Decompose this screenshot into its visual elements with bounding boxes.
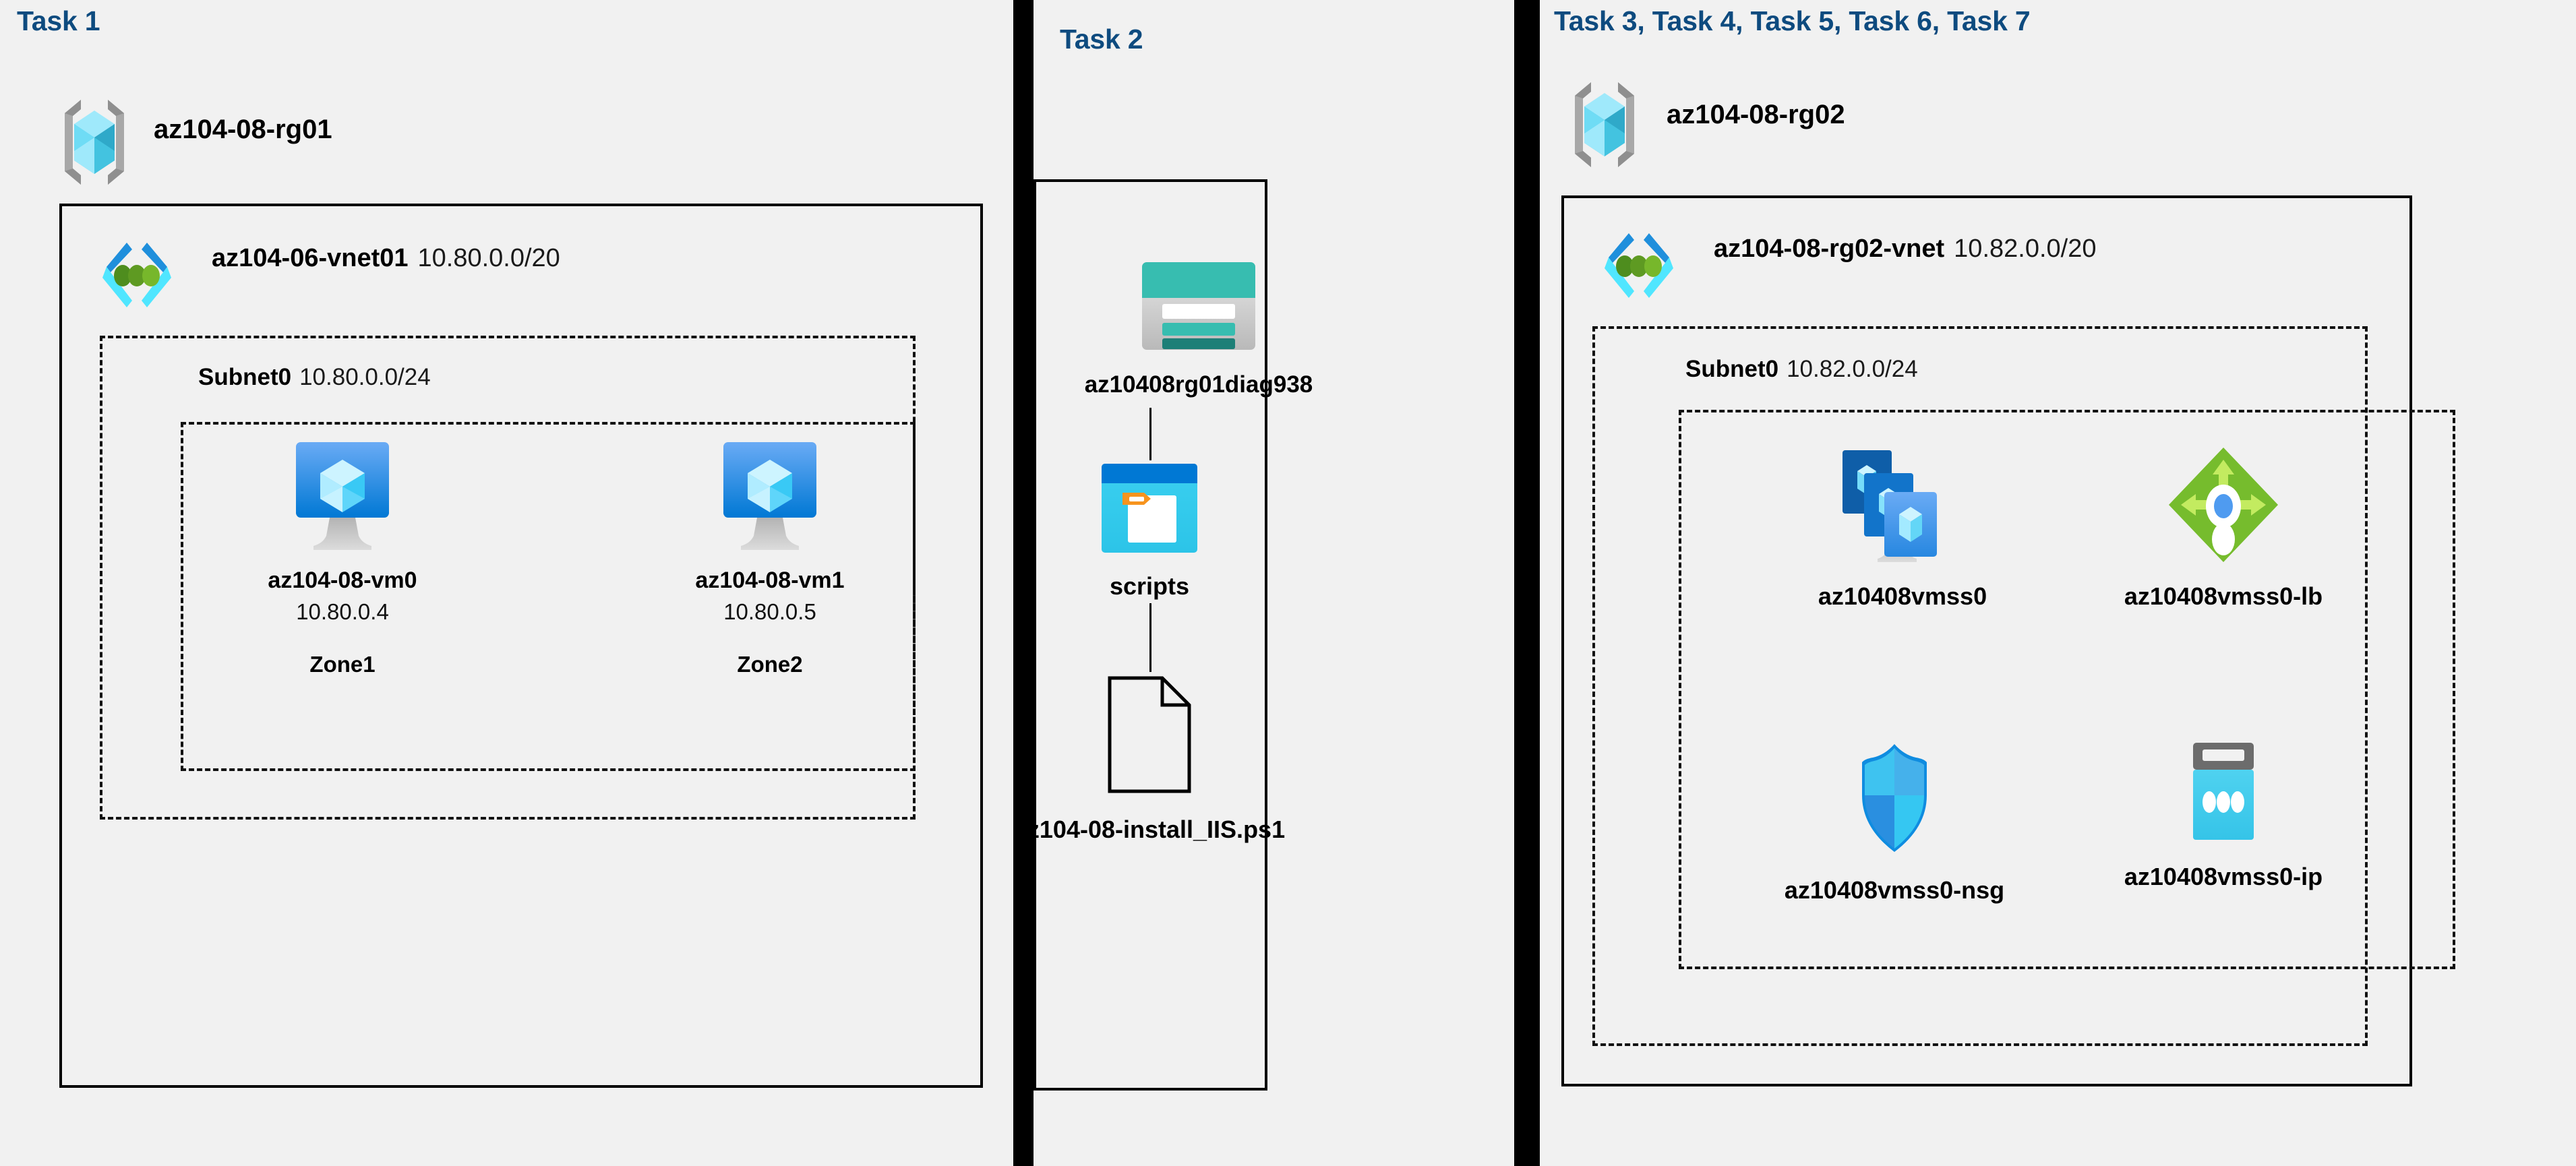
task2-box [1034, 179, 1267, 1091]
vmss-label: az10408vmss0 [1818, 582, 1987, 610]
load-balancer-label: az10408vmss0-lb [2124, 582, 2323, 610]
vm-ip-label-1: 10.80.0.5 [723, 599, 816, 624]
vnet-cidr-label: 10.80.0.0/20 [417, 244, 560, 272]
subnet-name-label: Subnet0 [1685, 356, 1779, 382]
task-title-1: Task 1 [17, 5, 100, 36]
subnet-header-task1: Subnet0 10.80.0.0/24 [198, 364, 431, 391]
availability-zones-box [181, 422, 916, 771]
public-ip-address-icon [2188, 740, 2259, 842]
public-ip-label: az10408vmss0-ip [2124, 863, 2323, 890]
subnet-cidr-label: 10.80.0.0/24 [299, 364, 431, 390]
virtual-machine-icon [292, 438, 393, 553]
vnet-cidr-label: 10.82.0.0/20 [1954, 235, 2097, 263]
network-security-group-icon [1854, 740, 1935, 856]
vnet-name-label: az104-08-rg02-vnet [1714, 235, 1945, 263]
virtual-machine-icon [719, 438, 820, 553]
subnet-cidr-label: 10.82.0.0/24 [1787, 356, 1918, 382]
resource-group-icon [51, 94, 138, 190]
vm-ip-label-0: 10.80.0.4 [296, 599, 389, 624]
vm-zone-label-0: Zone1 [309, 652, 376, 677]
vnet-box-task3 [1561, 195, 2412, 1086]
script-file-icon [1104, 674, 1195, 795]
nsg-label: az10408vmss0-nsg [1784, 876, 2005, 904]
task-title-3: Task 3, Task 4, Task 5, Task 6, Task 7 [1554, 5, 2031, 36]
column-divider-2 [1514, 0, 1540, 1166]
blob-container-node[interactable]: scripts [1099, 462, 1200, 601]
subnet-header-task3: Subnet0 10.82.0.0/24 [1685, 356, 1918, 383]
load-balancer-icon [2166, 445, 2281, 565]
script-file-node[interactable]: az104-08-install_IIS.ps1 [1014, 674, 1285, 844]
subnet-box-task3 [1592, 326, 2368, 1046]
vnet-header-task1: az104-06-vnet01 10.80.0.0/20 [212, 244, 560, 273]
vm-node-0[interactable]: az104-08-vm0 10.80.0.4 Zone1 [262, 438, 423, 677]
connector-storage-to-container [1149, 408, 1151, 460]
vnet-box-task1 [59, 204, 983, 1088]
vm-node-1[interactable]: az104-08-vm1 10.80.0.5 Zone2 [689, 438, 851, 677]
nsg-node[interactable]: az10408vmss0-nsg [1753, 740, 2036, 904]
vm-name-label-0: az104-08-vm0 [268, 567, 417, 593]
vmss-node[interactable]: az10408vmss0 [1768, 445, 2037, 611]
resource-group-icon [1561, 77, 1648, 173]
column-divider-1 [1013, 0, 1034, 1166]
resource-group-label-rg02: az104-08-rg02 [1667, 100, 1845, 129]
virtual-network-icon [97, 237, 177, 317]
storage-account-node[interactable]: az10408rg01diag938 [1071, 259, 1327, 398]
load-balancer-node[interactable]: az10408vmss0-lb [2089, 445, 2358, 611]
connector-container-to-file [1149, 603, 1151, 672]
storage-account-icon [1139, 259, 1258, 352]
blob-container-icon [1100, 462, 1199, 555]
resource-group-label-rg01: az104-08-rg01 [154, 115, 332, 144]
vm-scale-set-icon [1837, 445, 1969, 565]
subnet-name-label: Subnet0 [198, 364, 292, 390]
script-file-label: az104-08-install_IIS.ps1 [1013, 816, 1286, 843]
subnet-resources-box [1679, 410, 2455, 969]
vm-zone-label-1: Zone2 [737, 652, 803, 677]
vm-name-label-1: az104-08-vm1 [695, 567, 845, 593]
task-title-2: Task 2 [1060, 24, 1143, 55]
storage-account-label: az10408rg01diag938 [1084, 371, 1313, 398]
public-ip-node[interactable]: az10408vmss0-ip [2089, 740, 2358, 891]
blob-container-label: scripts [1109, 572, 1190, 600]
virtual-network-icon [1599, 228, 1679, 307]
vnet-name-label: az104-06-vnet01 [212, 244, 409, 272]
vnet-header-task3: az104-08-rg02-vnet 10.82.0.0/20 [1714, 235, 2096, 264]
